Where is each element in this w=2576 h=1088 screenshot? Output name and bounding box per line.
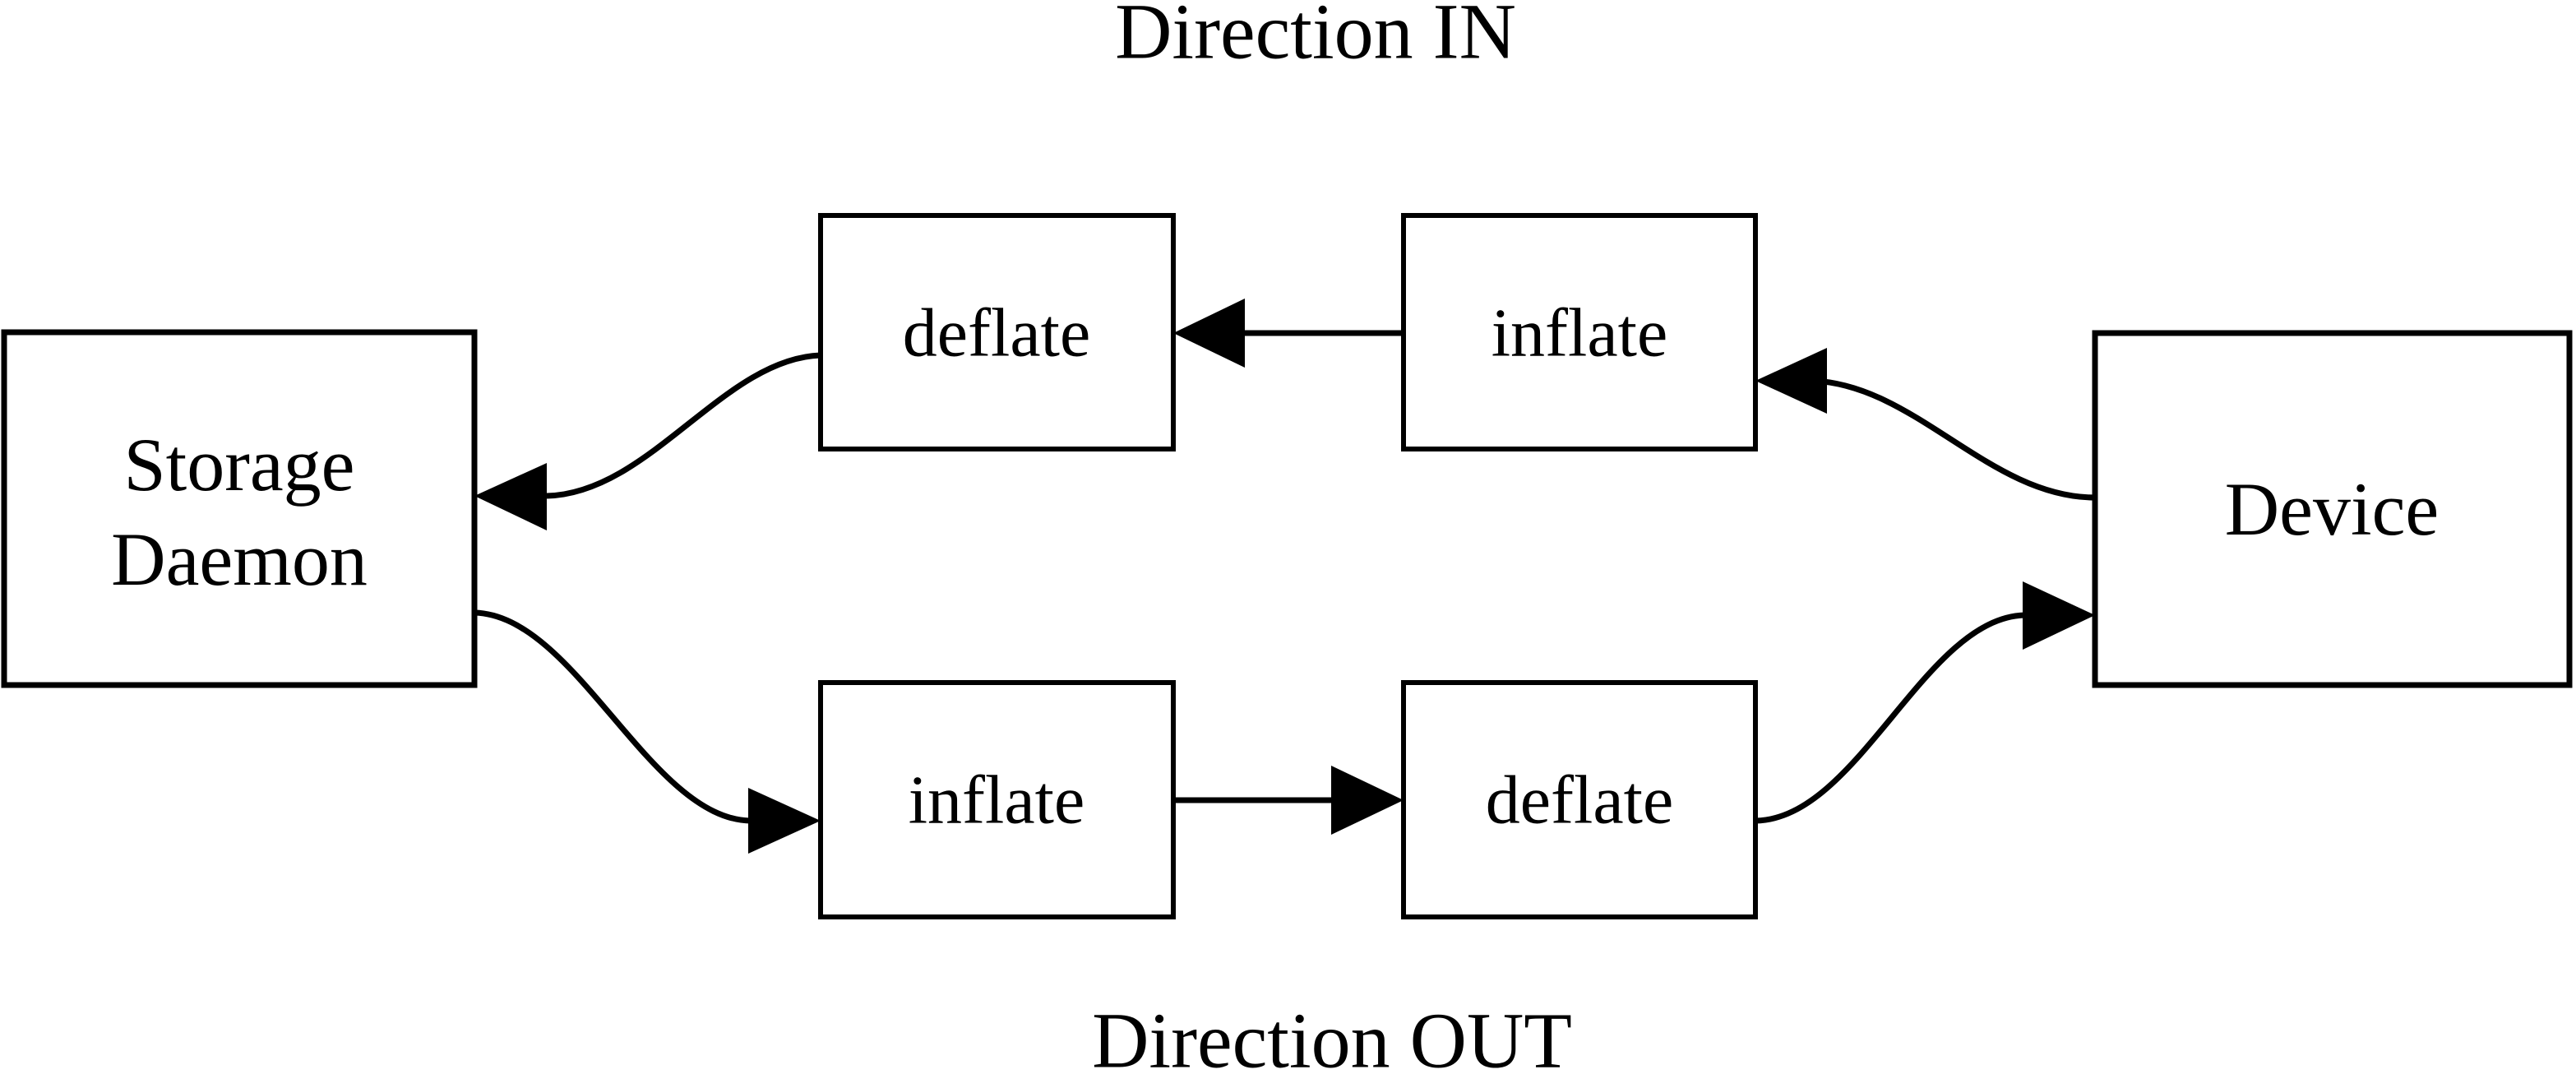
arrowhead-right-icon	[1331, 766, 1404, 835]
deflate-in-box[interactable]	[818, 213, 1176, 451]
deflate-out-box[interactable]	[1401, 680, 1758, 919]
node-inflate-out[interactable]: inflate	[818, 680, 1176, 919]
inflate-out-label: inflate	[909, 762, 1085, 839]
node-deflate-in[interactable]: deflate	[818, 213, 1176, 451]
arrowhead-right-icon	[748, 788, 821, 854]
edge-deflate-in-to-storage	[474, 352, 821, 530]
deflate-out-label: deflate	[1486, 762, 1674, 839]
arrowhead-left-icon	[1755, 348, 1827, 414]
storage-daemon-label-line2: Daemon	[111, 517, 368, 601]
edge-curve	[546, 352, 821, 499]
inflate-in-label: inflate	[1491, 295, 1668, 372]
node-device[interactable]: Device	[2092, 330, 2573, 688]
edge-curve	[1755, 612, 2025, 824]
edge-curve	[474, 609, 751, 824]
deflate-in-label: deflate	[903, 295, 1091, 372]
inflate-in-box[interactable]	[1401, 213, 1758, 451]
edge-curve	[1812, 377, 2096, 501]
arrowhead-right-icon	[2023, 581, 2095, 650]
arrowhead-left-icon	[474, 463, 547, 530]
node-storage-daemon[interactable]: Storage Daemon	[1, 329, 478, 688]
edge-inflate-out-to-deflate-out	[1173, 766, 1404, 835]
edge-storage-to-inflate-out	[474, 609, 821, 854]
node-inflate-in[interactable]: inflate	[1401, 213, 1758, 451]
inflate-out-box[interactable]	[818, 680, 1176, 919]
edge-deflate-out-to-device	[1755, 581, 2095, 824]
node-deflate-out[interactable]: deflate	[1401, 680, 1758, 919]
device-label: Device	[2225, 467, 2440, 551]
storage-daemon-box[interactable]	[1, 329, 478, 688]
direction-in-caption: Direction IN	[1115, 0, 1516, 76]
edge-device-to-inflate-in	[1755, 348, 2096, 501]
direction-out-caption: Direction OUT	[1092, 997, 1572, 1085]
arrowhead-left-icon	[1173, 299, 1245, 368]
storage-daemon-label-line1: Storage	[123, 423, 354, 507]
device-box[interactable]	[2092, 330, 2573, 688]
edge-inflate-in-to-deflate-in	[1173, 299, 1404, 368]
